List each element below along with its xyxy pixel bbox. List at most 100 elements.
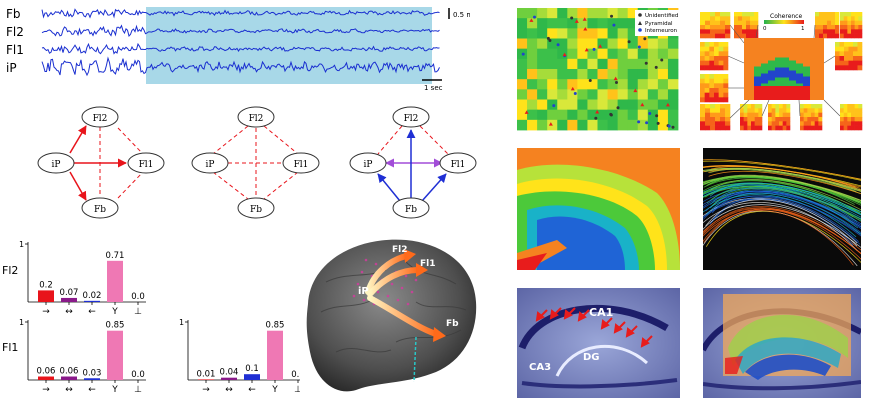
bar-category-symbol: → <box>202 385 210 395</box>
cell-marker-unidentified <box>643 37 647 41</box>
tract-fiber <box>701 175 870 205</box>
composite-cell <box>700 83 705 89</box>
composite-cell <box>742 16 747 21</box>
heatmap-cell <box>567 119 578 131</box>
brain-arrowhead-fl1 <box>416 263 428 277</box>
composite-cell <box>851 112 855 118</box>
composite-cell <box>743 125 748 131</box>
composite-cell <box>700 65 705 71</box>
composite-connector <box>761 99 770 117</box>
graph3-edge-fl2-fl1 <box>419 125 449 155</box>
composite-cell <box>746 20 751 26</box>
graph2-node-ip-label: iP <box>206 160 215 170</box>
composite-cell <box>734 16 739 21</box>
brain-arrow-ip-fb <box>367 295 439 337</box>
composite-column-base <box>803 86 810 100</box>
composite-cell <box>771 112 776 118</box>
composite-cell <box>725 29 731 34</box>
composite-cell <box>840 12 844 17</box>
composite-cell <box>704 92 710 98</box>
composite-cell <box>720 16 726 21</box>
cell-marker-unidentified <box>654 65 658 69</box>
composite-cell <box>857 60 863 66</box>
layer-segmentation-panel <box>517 148 680 270</box>
composite-cell <box>853 65 858 71</box>
composite-cell <box>700 74 705 79</box>
histology-lower-band <box>521 378 678 389</box>
composite-cell <box>710 125 716 131</box>
composite-cell <box>818 108 823 113</box>
composite-cell <box>786 121 791 126</box>
composite-cell <box>807 108 812 113</box>
tract-fiber <box>694 184 870 220</box>
composite-cell <box>782 108 787 113</box>
composite-cell <box>754 29 759 34</box>
cell-marker-interneuron <box>592 47 596 51</box>
composite-cell <box>747 108 752 113</box>
tract-fiber <box>705 167 857 192</box>
composite-cell <box>709 83 715 89</box>
composite-cell <box>738 25 743 30</box>
heatmap-cell <box>587 109 598 121</box>
tract-fiber <box>711 197 859 242</box>
bar <box>221 377 237 380</box>
composite-cell <box>771 117 776 122</box>
heatmap-cell <box>627 18 639 29</box>
composite-cell <box>853 42 858 47</box>
heatmap-cell <box>647 89 659 100</box>
cell-marker-pyramidal <box>582 17 587 21</box>
tract-fiber <box>693 169 861 194</box>
composite-cell <box>700 97 705 103</box>
composite-cell <box>723 51 729 57</box>
heatmap-cell <box>587 48 598 60</box>
composite-cell <box>835 20 840 26</box>
heatmap-cell <box>537 89 548 100</box>
composite-cell <box>715 25 721 30</box>
tract-fiber <box>697 165 861 189</box>
composite-cell <box>782 121 787 126</box>
heatmap-cell <box>527 8 538 19</box>
bar-category-symbol: ↔ <box>65 385 73 395</box>
composite-cell <box>811 112 815 118</box>
composite-connector <box>798 99 801 117</box>
graph1-arrow-ip-fl2 <box>69 125 87 154</box>
composite-column-base <box>782 86 789 100</box>
heatmap-cell <box>587 89 598 100</box>
heatmap-cell <box>597 18 608 29</box>
composite-cell <box>738 33 743 39</box>
heatmap-cell <box>617 28 629 39</box>
composite-cell <box>723 46 729 52</box>
tract-fiber <box>711 188 870 225</box>
heatmap-cell <box>647 38 659 50</box>
heatmap-cell <box>597 28 608 39</box>
heatmap-cell <box>617 18 629 29</box>
composite-connector <box>727 55 745 64</box>
heatmap-cell <box>547 38 558 50</box>
composite-cell <box>800 117 804 122</box>
heatmap-cell <box>607 38 619 50</box>
heatmap-cell <box>537 18 548 29</box>
bar-value-label: 0.0 <box>131 370 145 380</box>
composite-cell <box>831 33 836 39</box>
composite-cell <box>847 108 852 113</box>
composite-cell <box>710 121 716 126</box>
composite-cell <box>743 104 748 109</box>
composite-cell <box>853 56 858 61</box>
composite-cell <box>857 56 863 61</box>
heatmap-cell <box>537 69 548 80</box>
cell-marker-interneuron <box>645 121 649 125</box>
composite-cell <box>718 42 724 47</box>
heatmap-cell <box>547 18 558 29</box>
composite-cell <box>835 60 840 66</box>
composite-cell <box>718 74 724 79</box>
composite-column-band <box>754 76 761 87</box>
cell-marker-unidentified <box>610 14 614 18</box>
graph-2: Fl2 iP Fl1 Fb <box>191 106 320 219</box>
composite-cell <box>700 25 706 30</box>
composite-cell <box>714 65 719 71</box>
composite-cell <box>835 25 840 30</box>
heatmap-cell <box>607 28 619 39</box>
heatmap-cell <box>627 69 639 80</box>
composite-connector <box>813 24 816 39</box>
composite-cell <box>831 29 836 34</box>
